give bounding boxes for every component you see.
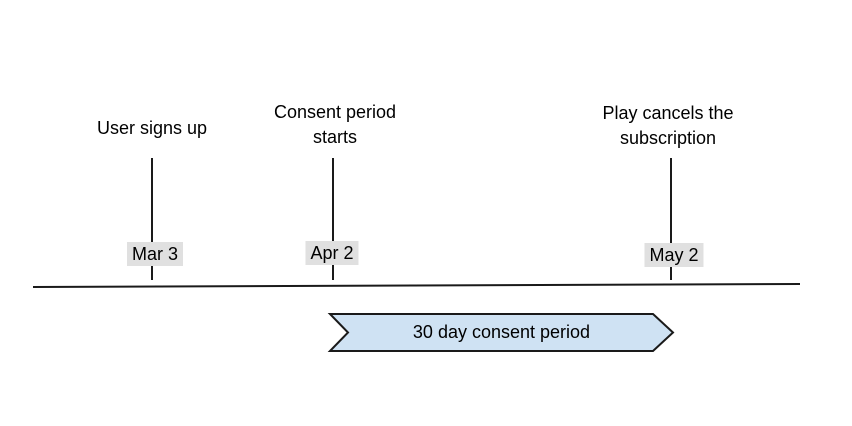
date-badge-apr-2: Apr 2 — [305, 241, 359, 265]
event-label-play-cancels-subscription: Play cancels the subscription — [602, 103, 734, 148]
consent-period-banner-label: 30 day consent period — [412, 322, 591, 342]
timeline-axis — [32, 283, 801, 288]
date-badge-mar-3: Mar 3 — [126, 242, 184, 266]
date-badge-may-2: May 2 — [644, 243, 704, 267]
consent-period-banner-shape — [327, 313, 675, 352]
event-label-user-signs-up: User signs up — [96, 118, 208, 138]
event-label-consent-period-starts: Consent period starts — [273, 102, 397, 147]
